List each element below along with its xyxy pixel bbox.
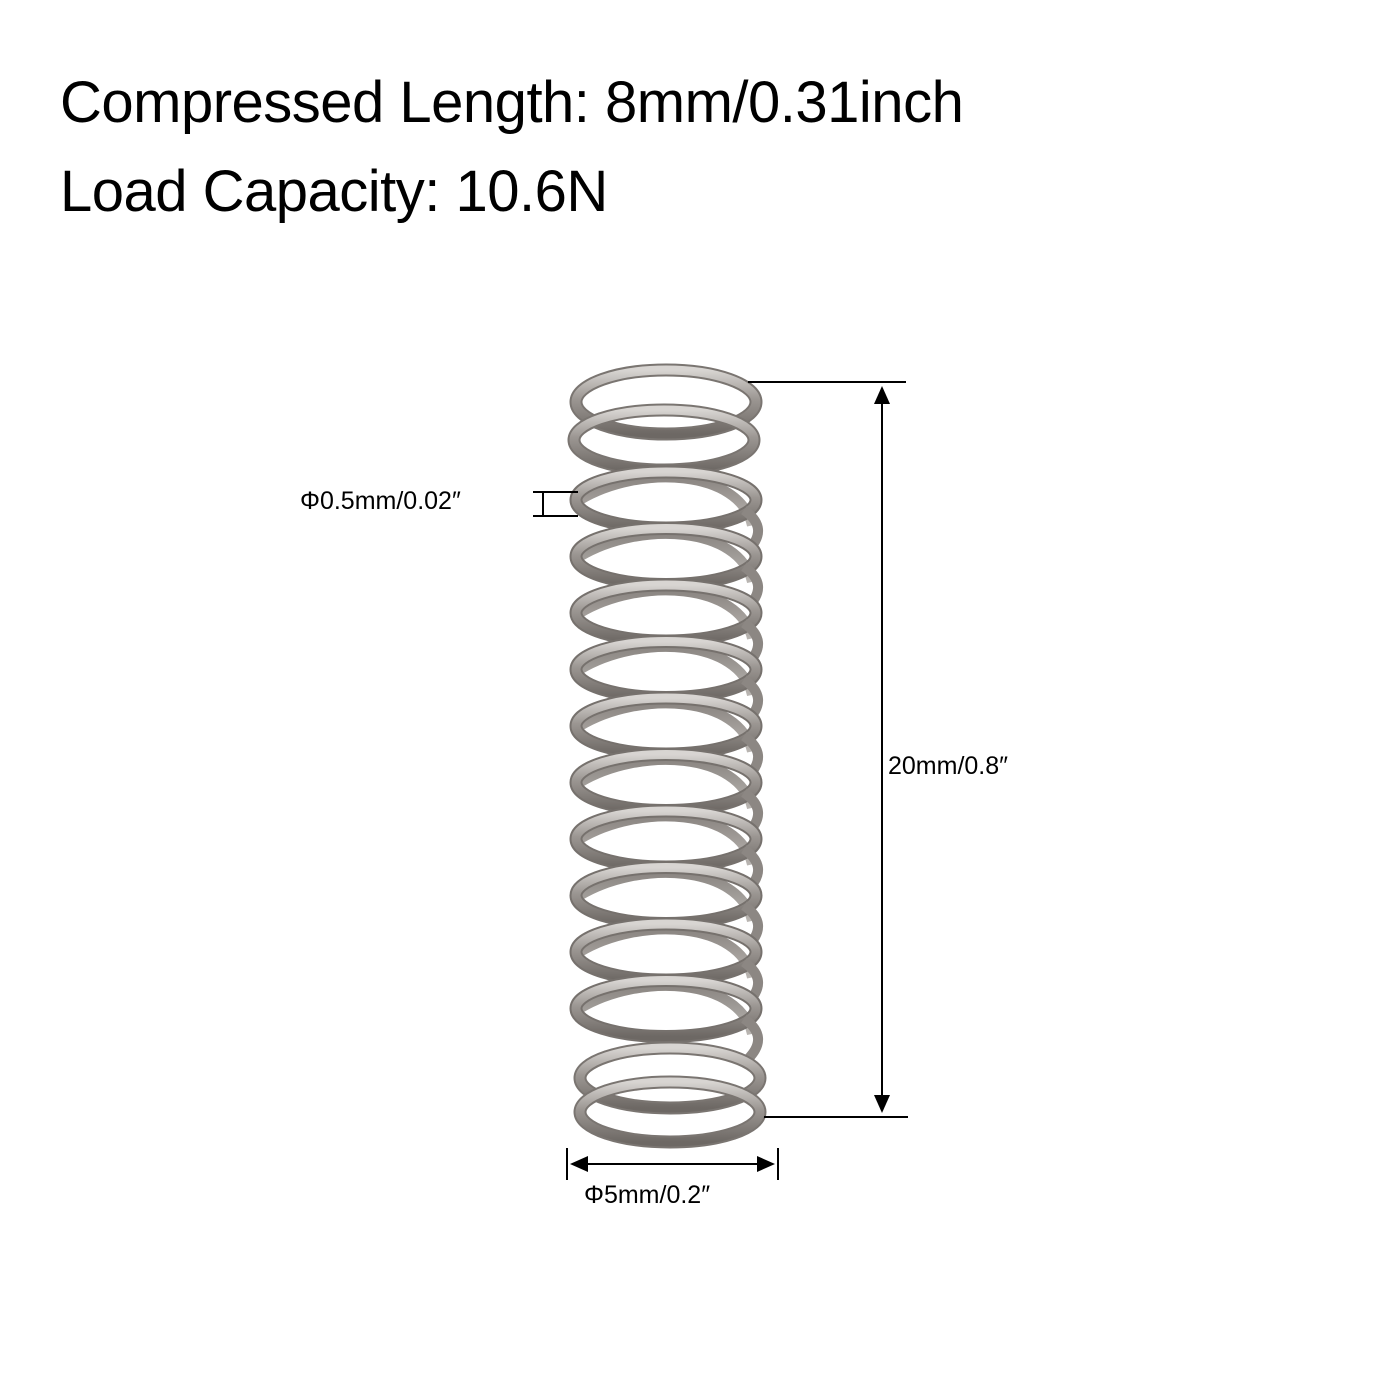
- arrow-down-icon: [874, 1095, 890, 1113]
- arrow-right-icon: [757, 1156, 775, 1172]
- free-length-label: 20mm/0.8″: [888, 752, 1009, 780]
- spring-image: [567, 363, 767, 1149]
- free-length-dimension: [748, 381, 908, 1118]
- outer-diameter-dimension: [566, 1148, 779, 1180]
- arrow-left-icon: [570, 1156, 588, 1172]
- compressed-length-spec: Compressed Length: 8mm/0.31inch: [60, 70, 964, 135]
- wire-diameter-dimension: [533, 491, 578, 517]
- arrow-up-icon: [874, 386, 890, 404]
- wire-diameter-label: Φ0.5mm/0.02″: [300, 487, 461, 515]
- outer-diameter-label: Φ5mm/0.2″: [584, 1181, 711, 1209]
- load-capacity-spec: Load Capacity: 10.6N: [60, 159, 608, 224]
